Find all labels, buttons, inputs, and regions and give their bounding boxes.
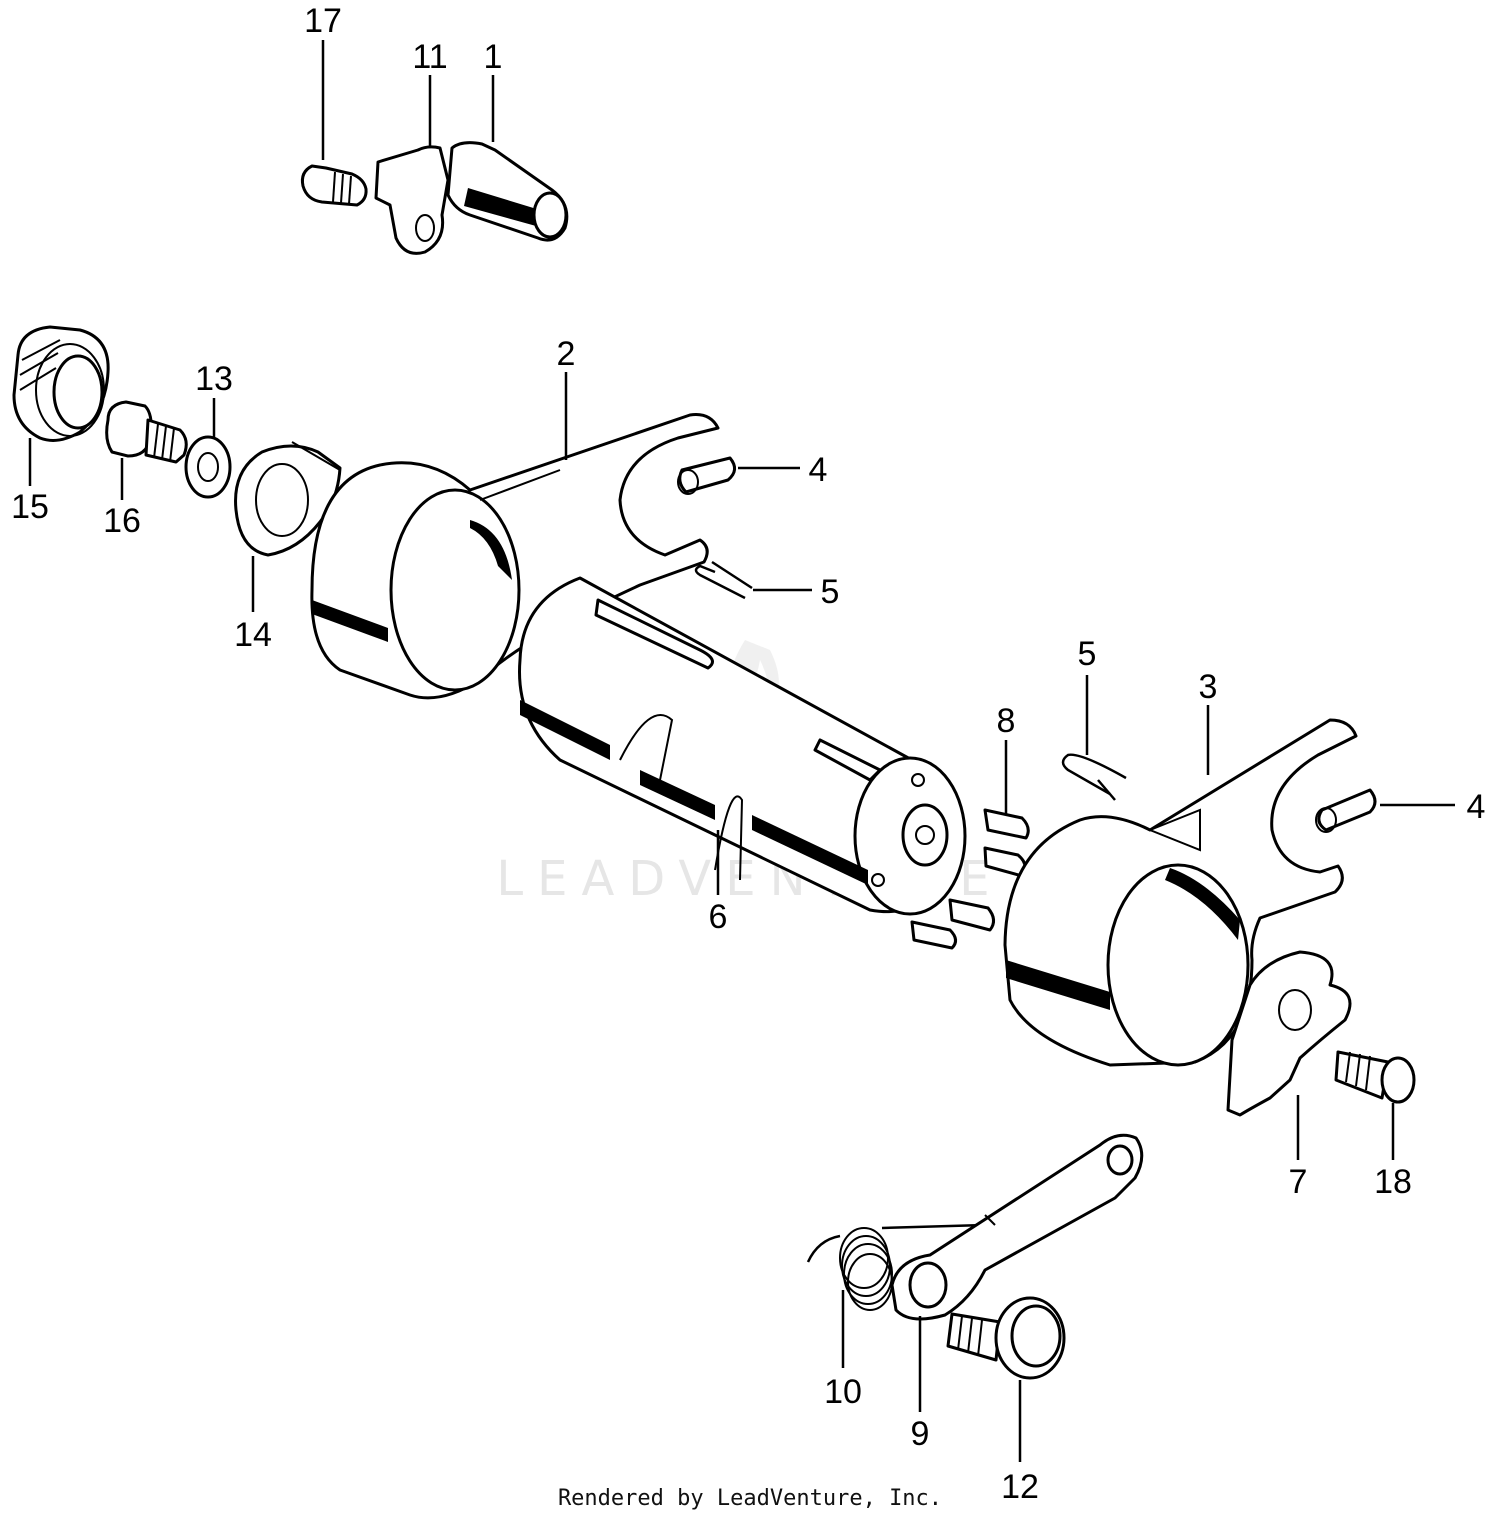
part-16-bolt (105, 400, 188, 464)
label-7: 7 (1289, 1163, 1308, 1201)
label-9: 9 (911, 1415, 930, 1453)
leader-lines (28, 40, 1455, 1462)
label-5-upper: 5 (821, 573, 840, 611)
part-2-fork (310, 413, 720, 700)
part-15-cap (12, 325, 110, 442)
part-14-plate (234, 441, 342, 557)
part-7-plate (1226, 950, 1352, 1117)
label-4-upper: 4 (809, 451, 828, 489)
label-12: 12 (1001, 1468, 1039, 1506)
label-10: 10 (824, 1373, 862, 1411)
label-14: 14 (234, 616, 272, 654)
label-15: 15 (11, 488, 49, 526)
part-5-clip-upper (694, 560, 753, 600)
label-5-lower: 5 (1078, 635, 1097, 673)
part-4-pin-lower (1315, 788, 1377, 833)
part-12-bolt (946, 1296, 1066, 1380)
callout-labels: 17 11 1 2 13 15 16 4 5 14 5 3 8 4 6 7 18… (11, 2, 1485, 1506)
label-18: 18 (1374, 1163, 1412, 1201)
part-8-pins (910, 808, 1030, 950)
label-2: 2 (557, 335, 576, 373)
part-17-bolt (300, 164, 368, 207)
label-11: 11 (412, 38, 447, 76)
label-17: 17 (304, 2, 342, 40)
part-13-washer (184, 435, 232, 499)
label-3: 3 (1199, 668, 1218, 706)
label-16: 16 (103, 502, 141, 540)
label-6: 6 (709, 898, 728, 936)
part-18-screw (1334, 1050, 1416, 1104)
label-1: 1 (484, 38, 503, 76)
footer-credit: Rendered by LeadVenture, Inc. (558, 1486, 942, 1511)
part-11-bracket (374, 145, 450, 255)
label-8: 8 (997, 702, 1016, 740)
label-4-lower: 4 (1467, 788, 1486, 826)
part-4-pin-upper (677, 456, 736, 495)
part-5-clip-lower (1061, 753, 1127, 801)
part-6-drum (518, 576, 967, 916)
label-13: 13 (195, 360, 233, 398)
part-10-spring (806, 1223, 986, 1311)
part-3-fork (1003, 718, 1358, 1067)
part-9-arm (890, 1133, 1144, 1321)
part-1-pin (446, 141, 569, 242)
